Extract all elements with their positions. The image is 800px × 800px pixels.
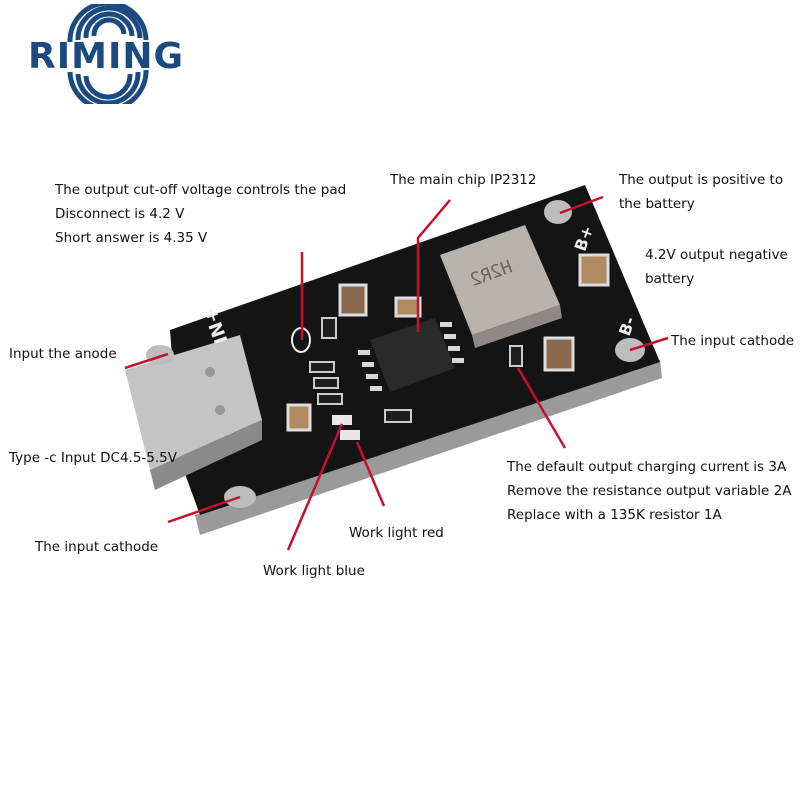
label-input-cathode-right: The input cathode [671, 333, 795, 349]
brand-name: RIMING [28, 36, 185, 77]
pad-battery-positive [544, 200, 572, 224]
label-cutoff-line2: Disconnect is 4.2 V [55, 206, 185, 222]
label-cutoff-line3: Short answer is 4.35 V [55, 230, 208, 246]
inductor: H2R2 [440, 225, 562, 348]
pointer-main-chip [416, 199, 451, 332]
pointer-work-light-blue [286, 423, 344, 551]
label-main-chip: The main chip IP2312 [390, 172, 537, 188]
led-blue [332, 415, 352, 425]
label-output-positive-line2: the battery [619, 196, 695, 212]
label-input-anode: Input the anode [9, 346, 117, 362]
label-typec-input: Type -c Input DC4.5-5.5V [9, 450, 177, 466]
pointer-work-light-red [355, 441, 386, 507]
label-cutoff-line1: The output cut-off voltage controls the … [55, 182, 347, 198]
chip-pins [358, 322, 464, 391]
pointer-output-positive [559, 195, 604, 215]
capacitors [286, 253, 610, 432]
pointer-input-cathode-left [167, 495, 241, 524]
label-input-cathode-left: The input cathode [35, 539, 159, 555]
annotation-pointers [124, 195, 669, 551]
label-output-negative-line2: battery [645, 271, 695, 287]
label-work-light-red: Work light red [349, 525, 444, 541]
board-edge [195, 360, 662, 535]
pointer-input-cathode-right [629, 336, 669, 352]
pointer-charging-resistor [516, 367, 567, 449]
pointer-input-anode [124, 352, 169, 370]
label-work-light-blue: Work light blue [263, 563, 365, 579]
label-cutoff-voltage: The output cut-off voltage controls the … [55, 178, 346, 250]
usb-type-c-connector [125, 335, 262, 490]
label-charging-line1: The default output charging current is 3… [507, 459, 787, 475]
pad-input-anode [146, 345, 174, 365]
label-charging-line2: Remove the resistance output variable 2A [507, 483, 792, 499]
resistors [309, 317, 523, 423]
label-output-positive: The output is positive to the battery [619, 168, 783, 216]
main-chip-ip2312 [370, 318, 455, 392]
label-output-negative: 4.2V output negative battery [645, 243, 788, 291]
led-red [340, 430, 360, 440]
label-output-negative-line1: 4.2V output negative [645, 247, 788, 263]
label-output-positive-line1: The output is positive to [619, 172, 784, 188]
label-charging-line3: Replace with a 135K resistor 1A [507, 507, 722, 523]
label-charging-current: The default output charging current is 3… [507, 455, 791, 527]
